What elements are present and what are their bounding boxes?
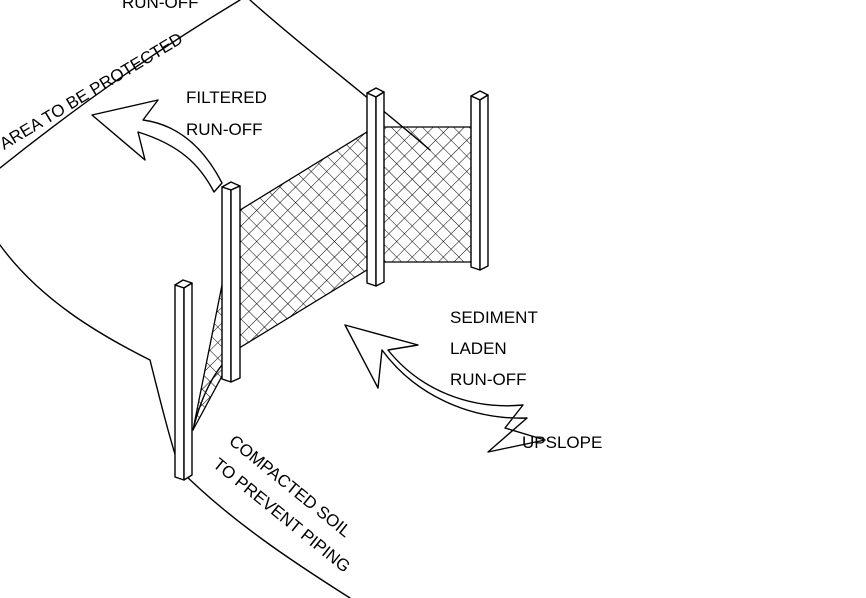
protected-area-boundary-line <box>0 0 241 169</box>
filtered-label-line2: RUN-OFF <box>186 120 262 139</box>
upslope-label: UPSLOPE <box>522 433 602 452</box>
filtered-label-line1: FILTERED <box>186 88 267 107</box>
fence-post-back <box>470 90 489 271</box>
sediment-label-line1: SEDIMENT <box>450 308 538 327</box>
fence-post-front <box>174 279 193 481</box>
sediment-label-line3: RUN-OFF <box>450 370 526 389</box>
runoff-top-label: RUN-OFF <box>122 0 198 12</box>
fence-post-third <box>366 87 385 287</box>
sediment-runoff-arrow <box>344 324 546 453</box>
ground-surface-curve <box>0 244 351 598</box>
filtered-runoff-arrow <box>91 99 223 193</box>
fence-post-second <box>221 181 241 383</box>
sediment-label-line2: LADEN <box>450 339 507 358</box>
